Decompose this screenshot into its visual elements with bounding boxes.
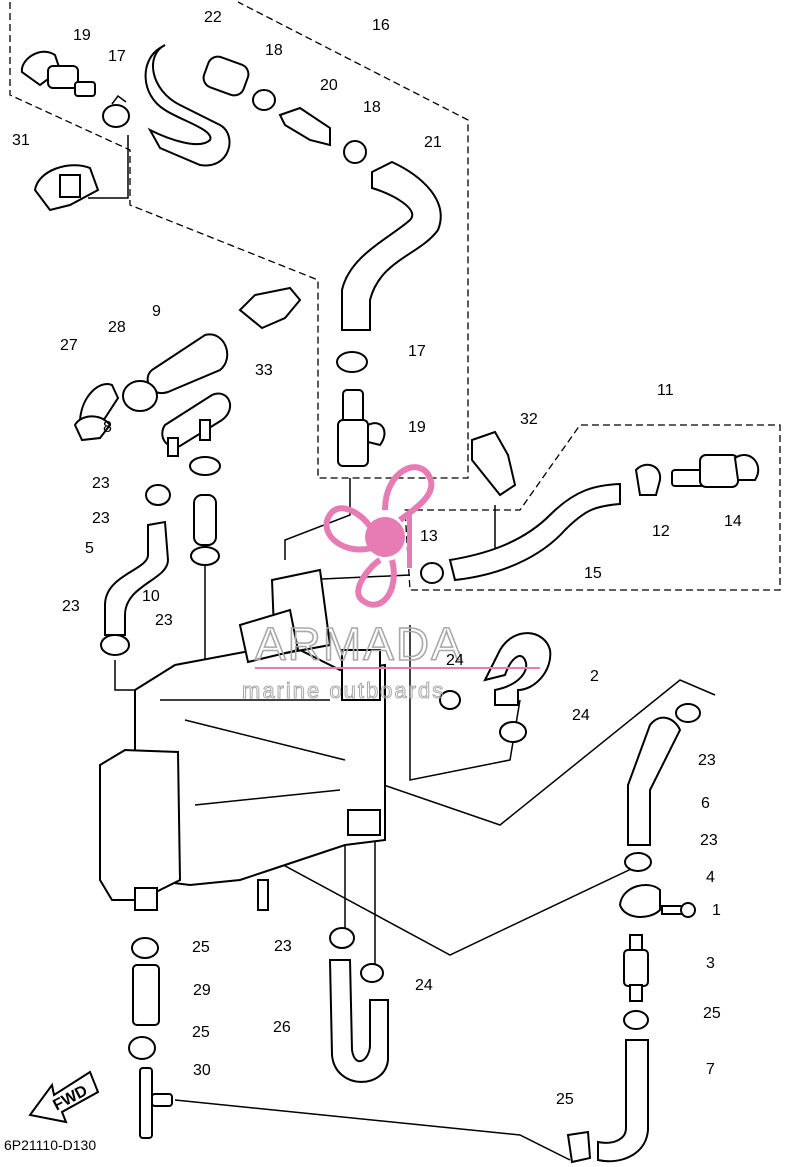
part-20-joint	[278, 106, 331, 147]
part-5-hose	[100, 520, 170, 656]
propeller-logo-icon	[323, 464, 435, 608]
part-23-clamp-right-top	[675, 703, 701, 723]
part-15-hose	[448, 482, 621, 582]
part-1-bolt	[661, 902, 696, 918]
callout-23-d: 23	[62, 598, 80, 615]
callout-32: 32	[520, 411, 538, 428]
callout-18-left: 18	[265, 42, 283, 59]
callout-29: 29	[193, 982, 211, 999]
part-7-hose	[597, 1039, 649, 1163]
assembly-11-dashed-outline	[404, 424, 781, 591]
part-2-hose	[483, 632, 552, 706]
part-12-clamp	[634, 463, 662, 496]
callout-3: 3	[706, 955, 715, 972]
part-25-clamp-left-b	[128, 1036, 156, 1060]
armada-watermark: ARMADA marine outboards	[242, 464, 540, 704]
callout-17-middle: 17	[408, 343, 426, 360]
callout-14: 14	[724, 513, 742, 530]
callout-1: 1	[712, 902, 721, 919]
callout-22: 22	[204, 9, 222, 26]
part-23-clamp-upper-pair	[145, 456, 221, 506]
part-31-holder	[33, 164, 100, 212]
part-28-clip	[122, 380, 158, 412]
callout-4: 4	[706, 869, 715, 886]
part-24-clamps-right	[439, 690, 527, 743]
part-32-holder	[471, 430, 517, 497]
callout-23-b: 23	[92, 510, 110, 527]
part-30-tee-joint	[139, 1067, 173, 1139]
callout-13: 13	[420, 528, 438, 545]
part-17-middle-clamp	[336, 351, 368, 373]
fuel-cooler-assembly	[99, 568, 386, 911]
part-4-bracket	[618, 884, 661, 918]
callout-33: 33	[255, 362, 273, 379]
part-29-hose	[132, 964, 160, 1026]
callout-31: 31	[12, 132, 30, 149]
part-13-clamp	[420, 562, 444, 584]
callout-23-g: 23	[274, 938, 292, 955]
watermark-subtitle: marine outboards	[242, 678, 445, 703]
callout-12: 12	[652, 523, 670, 540]
callout-10: 10	[142, 588, 160, 605]
callout-26: 26	[273, 1019, 291, 1036]
callout-5: 5	[85, 540, 94, 557]
part-23-clamp-right-mid	[624, 852, 652, 872]
callout-24-a: 24	[446, 652, 464, 669]
part-17-upper-clamp	[102, 94, 130, 128]
part-22-hose	[144, 44, 250, 167]
callout-30: 30	[193, 1062, 211, 1079]
part-25-clamp-right-a	[623, 1010, 649, 1030]
callout-6: 6	[701, 795, 710, 812]
part-6-hose	[627, 716, 682, 846]
part-8-pipe	[161, 392, 232, 457]
callout-25-a: 25	[192, 939, 210, 956]
callout-23-f: 23	[700, 832, 718, 849]
part-3-filter	[623, 934, 649, 1002]
callout-25-d: 25	[556, 1091, 574, 1108]
callout-25-b: 25	[192, 1024, 210, 1041]
part-21-hose	[341, 160, 442, 331]
callout-25-c: 25	[703, 1005, 721, 1022]
part-27-bracket	[73, 383, 120, 442]
callout-18-right: 18	[363, 99, 381, 116]
part-19-upper-fitting	[20, 50, 96, 97]
part-18-clamp-right	[343, 140, 367, 164]
callout-19-lower: 19	[408, 419, 426, 436]
part-10-hose	[190, 494, 220, 566]
callout-24-c: 24	[415, 977, 433, 994]
callout-27: 27	[60, 337, 78, 354]
fwd-arrow-icon: FWD	[28, 1070, 100, 1124]
callout-21: 21	[424, 134, 442, 151]
part-26-hose	[328, 959, 389, 1083]
part-19-lower-fitting	[337, 389, 386, 467]
callout-15: 15	[584, 565, 602, 582]
callout-17-upper: 17	[108, 48, 126, 65]
callout-28: 28	[108, 319, 126, 336]
part-18-clamp-left	[252, 89, 276, 111]
part-code: 6P21110-D130	[4, 1137, 96, 1153]
part-23-clamp-lower-center	[329, 927, 355, 949]
watermark-title: ARMADA	[255, 618, 464, 670]
callout-20: 20	[320, 77, 338, 94]
part-25-clamp-bottom	[566, 1130, 592, 1164]
callout-24-b: 24	[572, 707, 590, 724]
part-24-clamp-lower-center	[360, 963, 384, 983]
callout-2: 2	[590, 668, 599, 685]
callout-11: 11	[657, 382, 674, 399]
callout-8: 8	[103, 419, 112, 436]
callout-7: 7	[706, 1061, 715, 1078]
part-25-clamp-left-a	[131, 937, 159, 959]
assembly-16-dashed-outline	[9, 1, 469, 479]
part-14-fitting	[671, 454, 760, 488]
callout-16: 16	[372, 17, 390, 34]
callout-9: 9	[152, 303, 161, 320]
part-33-holder	[238, 286, 302, 330]
part-9-filter-sleeve	[146, 333, 229, 395]
callout-labels: 1 2 3 4 5 6 7 8 9 10 11 12 13 14 15 16 1…	[12, 9, 742, 1108]
callout-23-e: 23	[698, 752, 716, 769]
callout-23-c: 23	[155, 612, 173, 629]
callout-19-upper: 19	[73, 27, 91, 44]
callout-23-a: 23	[92, 475, 110, 492]
